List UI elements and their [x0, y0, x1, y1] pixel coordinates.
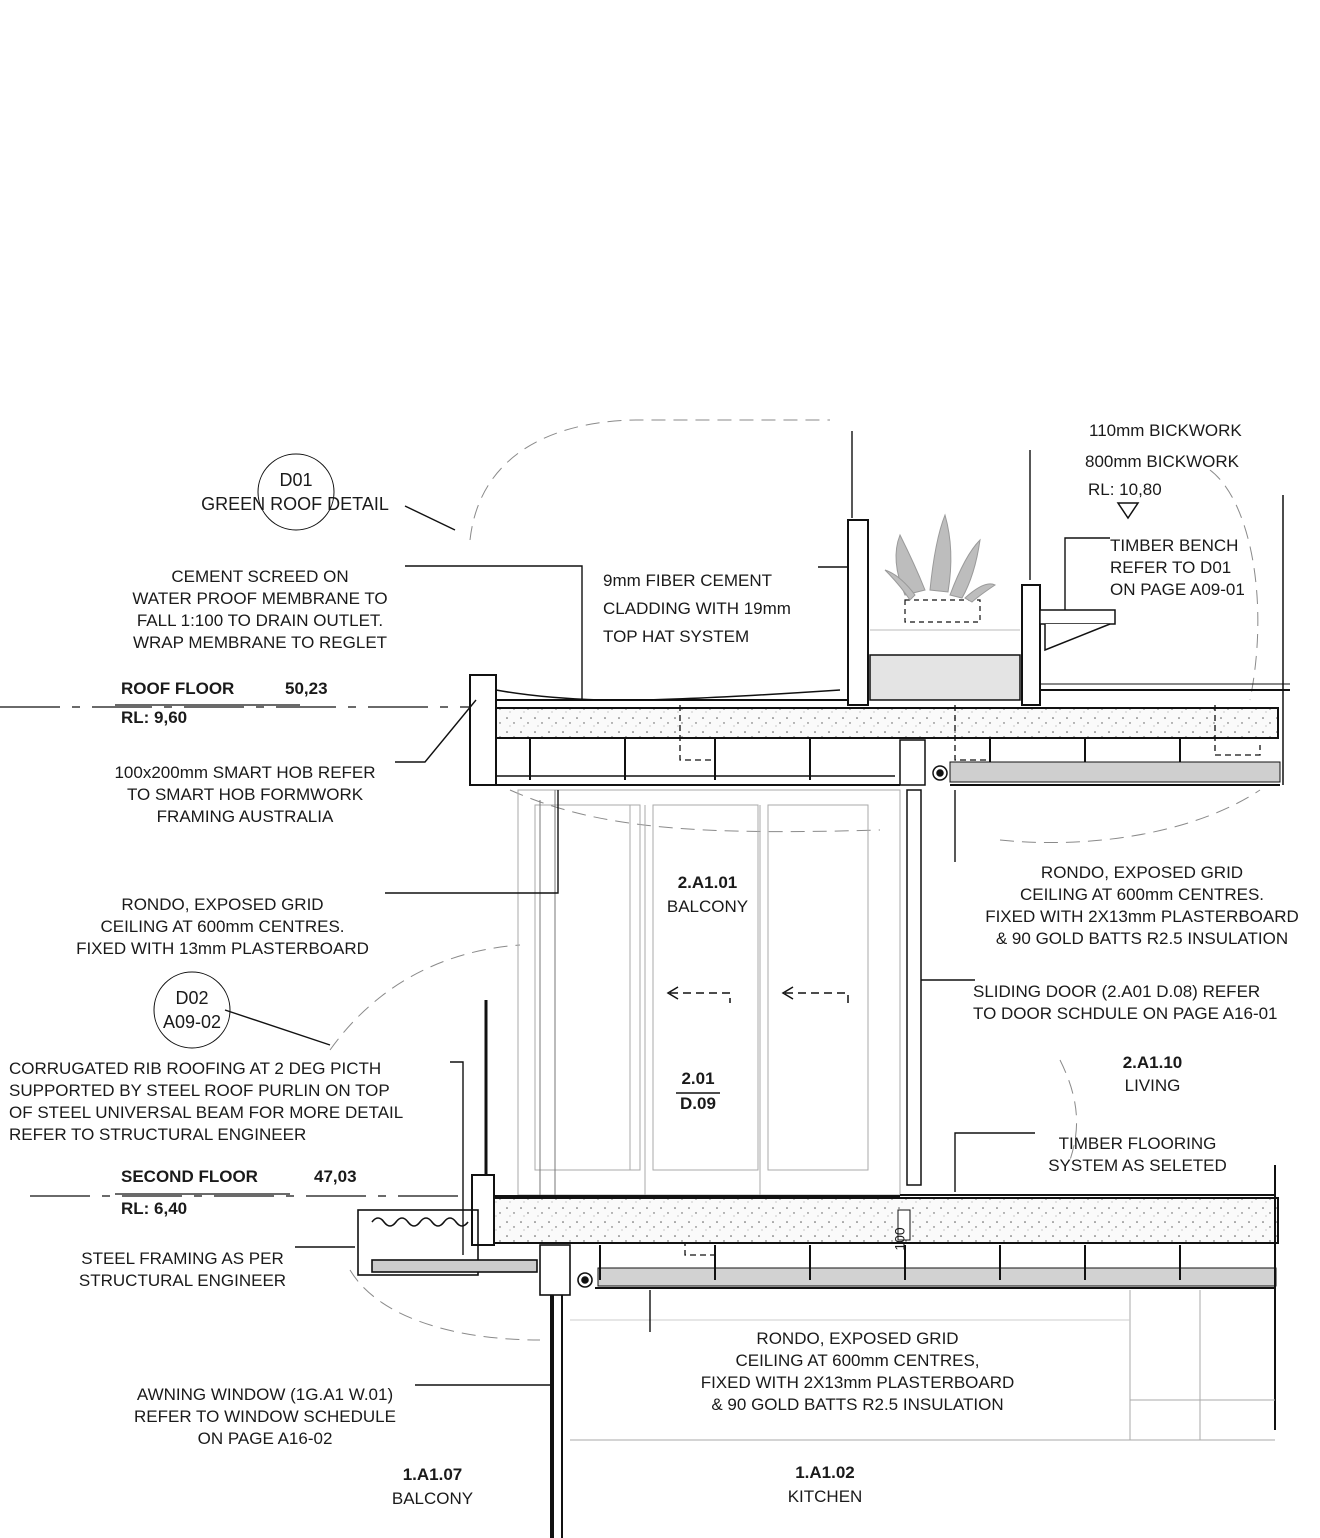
note-rondo-13mm: RONDO, EXPOSED GRID CEILING AT 600mm CEN… — [76, 895, 369, 958]
note-steel-framing: STEEL FRAMING AS PER STRUCTURAL ENGINEER — [78, 1249, 287, 1290]
d02-callout-id[interactable]: D02 — [175, 988, 209, 1008]
roof-ceiling-joists — [496, 738, 1281, 783]
d02-callout-ref[interactable]: A09-02 — [162, 1012, 222, 1032]
note-smart-hob: 100x200mm SMART HOB REFER TO SMART HOB F… — [114, 763, 376, 826]
room-name-balcony-1: BALCONY — [391, 1489, 474, 1508]
dimension-tick — [897, 1209, 911, 1241]
note-timber-flooring: TIMBER FLOORING SYSTEM AS SELETED — [1048, 1134, 1227, 1175]
planter-box — [847, 519, 1041, 706]
room-code-balcony-1: 1.A1.07 — [402, 1465, 463, 1484]
detail-callout-clouds — [329, 419, 1261, 1341]
note-fiber-cement: 9mm FIBER CEMENT CLADDING WITH 19mm TOP … — [603, 571, 791, 646]
door-tag-type: D.09 — [680, 1094, 716, 1113]
planter-vegetation — [884, 513, 996, 603]
note-brick-110: 110mm BICKWORK — [1089, 421, 1242, 440]
roof-level-name: ROOF FLOOR — [121, 679, 235, 698]
room-name-kitchen: KITCHEN — [787, 1487, 863, 1506]
note-sliding-door: SLIDING DOOR (2.A01 D.08) REFER TO DOOR … — [973, 982, 1278, 1023]
roof-level-value: 50,23 — [285, 679, 328, 698]
level-underlines — [115, 704, 300, 1195]
second-floor-joists — [599, 1245, 1181, 1280]
level-datum-lines — [0, 706, 470, 1197]
roof-slab — [469, 674, 1290, 786]
room-name-balcony-2: BALCONY — [666, 897, 749, 916]
note-corrugated-roof: CORRUGATED RIB ROOFING AT 2 DEG PICTH SU… — [9, 1059, 404, 1144]
note-cement-screed: CEMENT SCREED ON WATER PROOF MEMBRANE TO… — [132, 567, 388, 652]
rl-level-marker — [1116, 502, 1140, 520]
note-rl-bench: RL: 10,80 — [1088, 480, 1162, 499]
leader-lines — [224, 431, 1110, 1386]
roof-level-rl: RL: 9,60 — [121, 708, 188, 727]
detail-callout-circles — [153, 453, 335, 1049]
room-code-kitchen: 1.A1.02 — [795, 1463, 855, 1482]
d01-callout-id[interactable]: D01 — [279, 470, 313, 490]
dimension-100: 100 — [891, 1227, 908, 1251]
balcony-glazing — [517, 789, 901, 1200]
second-floor-slab — [471, 1000, 1279, 1430]
lower-storey-walls — [550, 1290, 1275, 1538]
room-name-living: LIVING — [1124, 1076, 1181, 1095]
second-level-name: SECOND FLOOR — [121, 1167, 258, 1186]
room-code-living: 2.A1.10 — [1122, 1053, 1183, 1072]
sliding-door-frame — [899, 495, 1284, 1186]
corrugated-roof — [357, 1209, 593, 1296]
door-tag-number: 2.01 — [681, 1069, 715, 1088]
second-level-value: 47,03 — [314, 1167, 357, 1186]
note-timber-bench: TIMBER BENCH REFER TO D01 ON PAGE A09-01 — [1110, 536, 1245, 599]
note-brick-800: 800mm BICKWORK — [1085, 452, 1239, 471]
note-awning-window: AWNING WINDOW (1G.A1 W.01) REFER TO WIND… — [134, 1385, 396, 1448]
timber-bench — [1039, 609, 1116, 690]
note-rondo-bottom: RONDO, EXPOSED GRID CEILING AT 600mm CEN… — [700, 1329, 1015, 1414]
room-code-balcony-2: 2.A1.01 — [677, 873, 738, 892]
sliding-direction-arrows — [666, 986, 849, 1094]
d01-callout-title[interactable]: GREEN ROOF DETAIL — [201, 494, 389, 514]
note-rondo-right: RONDO, EXPOSED GRID CEILING AT 600mm CEN… — [985, 863, 1299, 948]
second-level-rl: RL: 6,40 — [121, 1199, 188, 1218]
